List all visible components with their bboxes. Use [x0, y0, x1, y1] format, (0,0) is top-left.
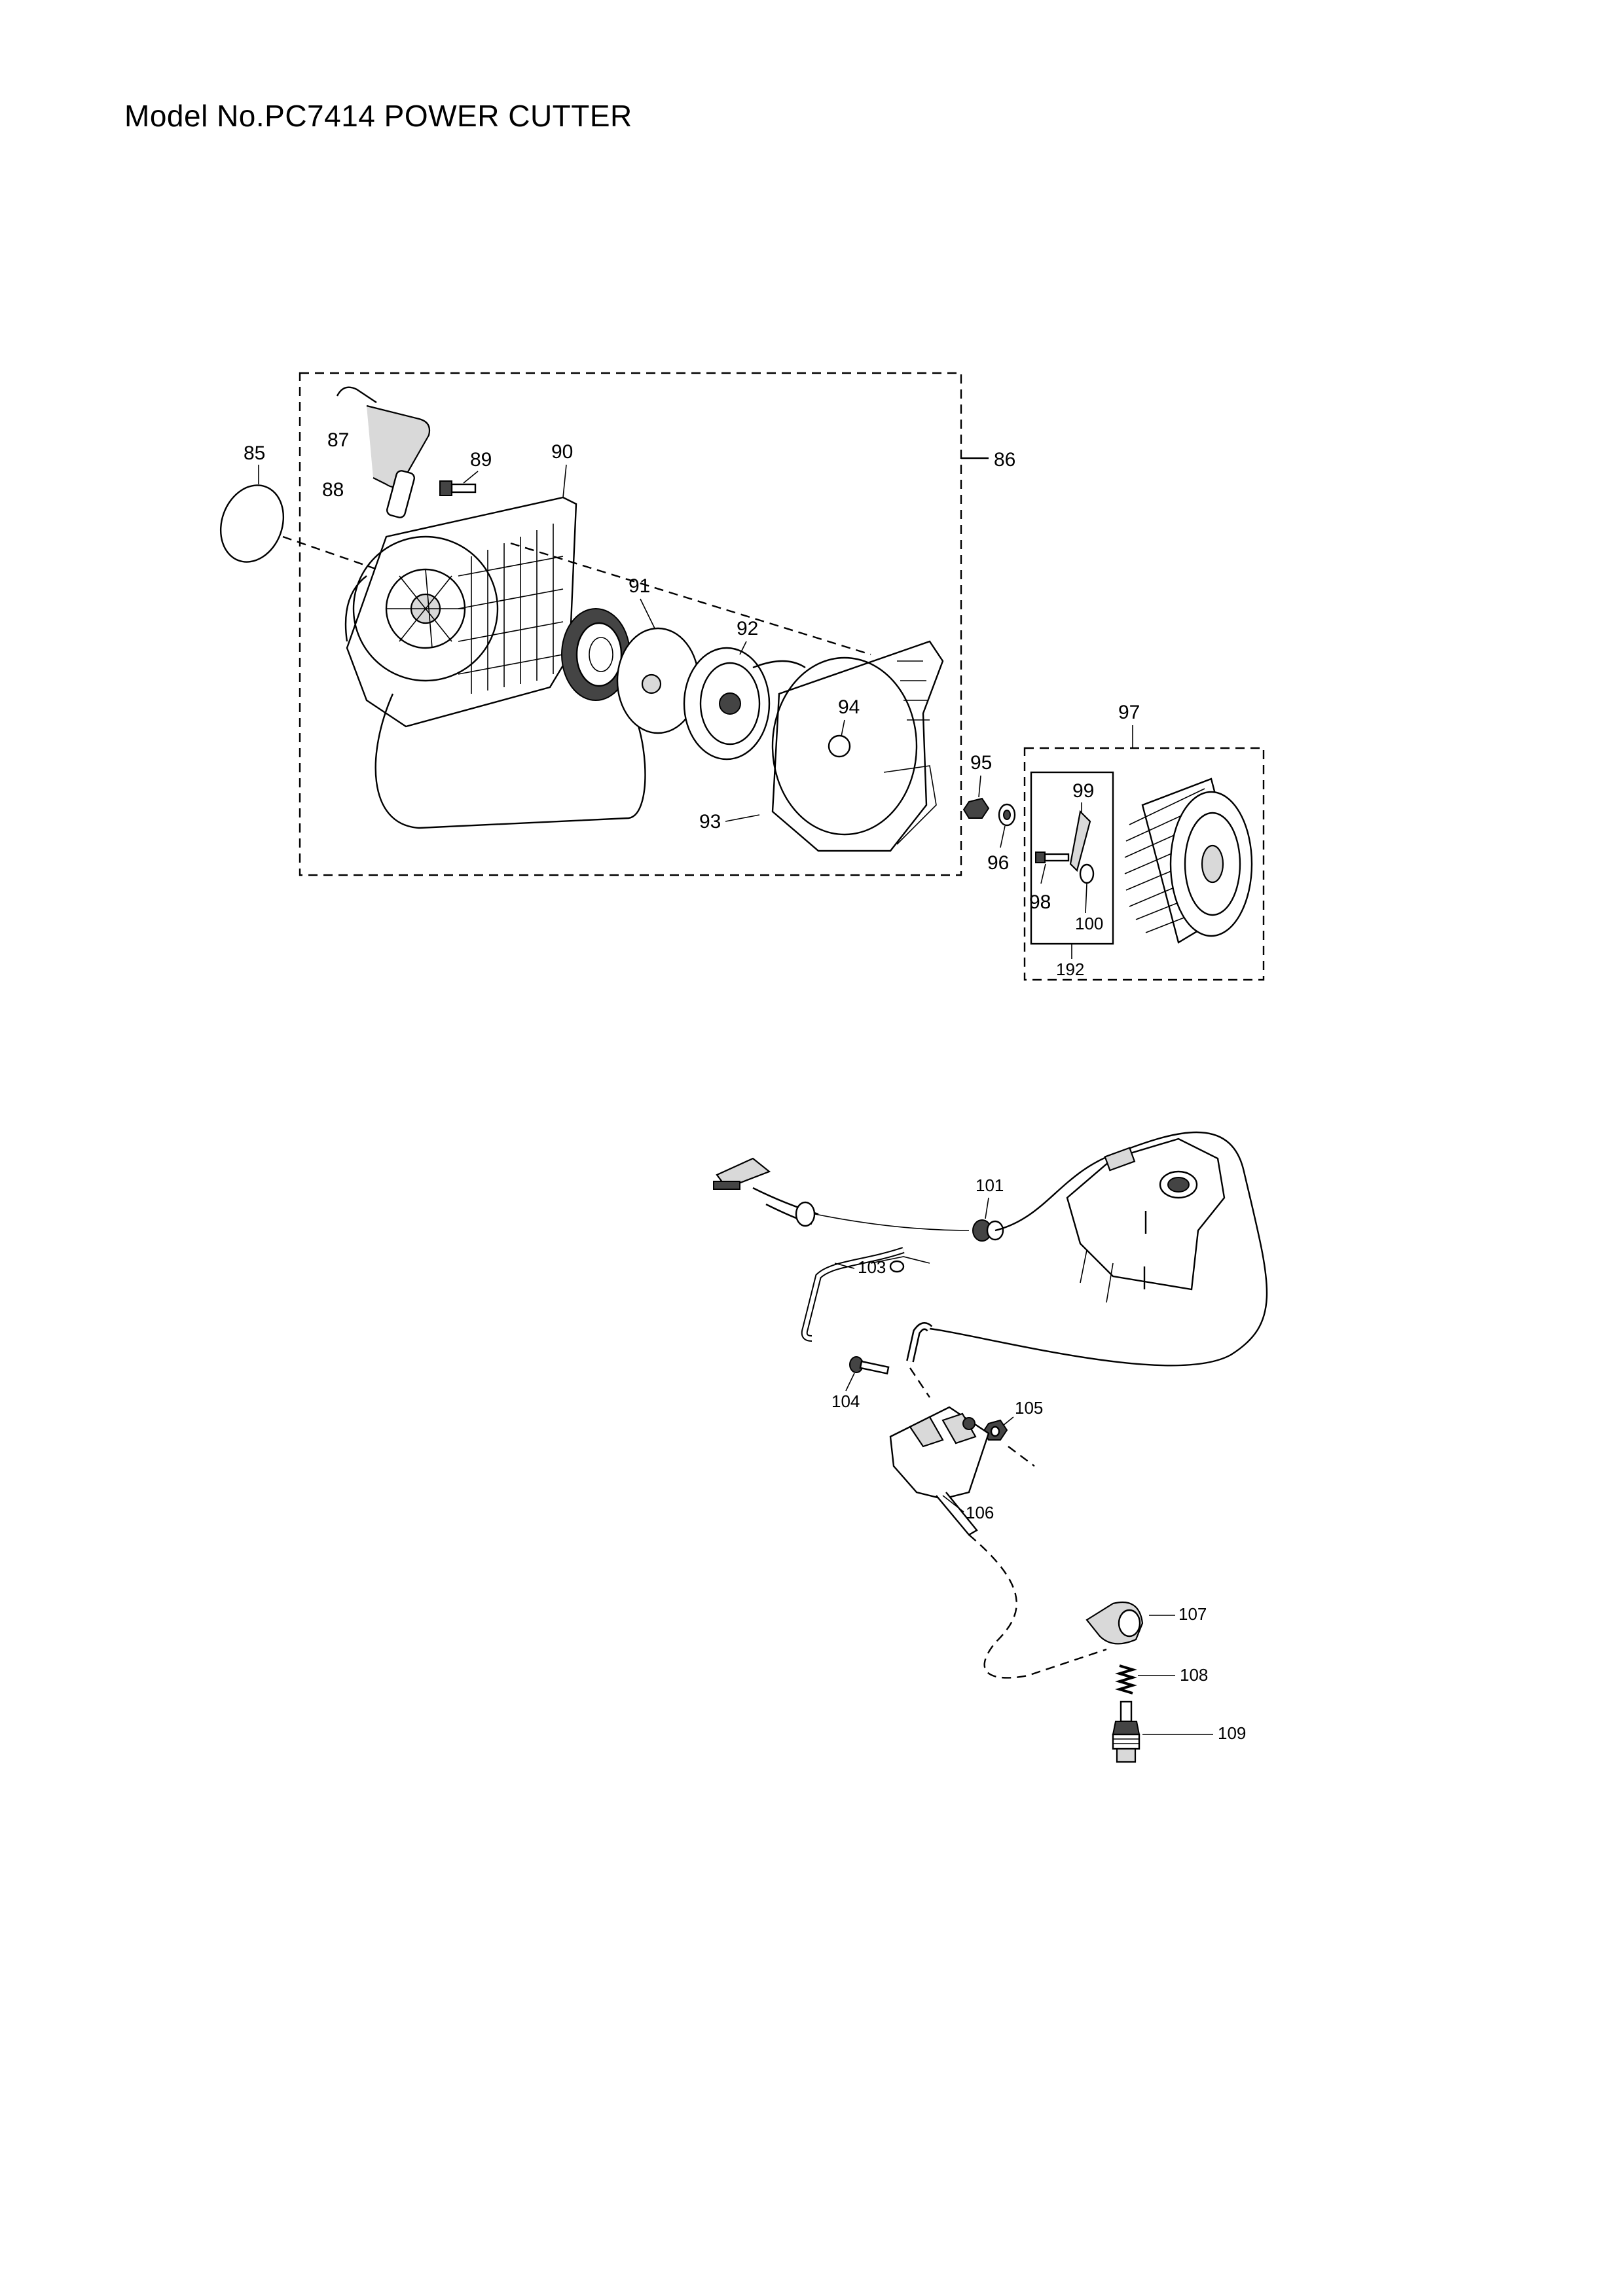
part-87-88-starter-grip	[336, 386, 431, 518]
callout-87: 87	[327, 429, 349, 451]
part-91-recoil-spring	[561, 608, 630, 701]
part-90-fan-housing	[344, 496, 577, 728]
callout-104: 104	[831, 1391, 860, 1411]
callout-108: 108	[1180, 1665, 1208, 1685]
part-89-bolt	[439, 480, 477, 496]
callout-92: 92	[737, 618, 758, 639]
part-cam-plate	[616, 627, 700, 734]
part-105-nut	[982, 1419, 1008, 1441]
callout-109: 109	[1218, 1723, 1246, 1743]
part-cylinder-cover	[1066, 1138, 1226, 1303]
callout-86: 86	[994, 449, 1015, 471]
callout-90: 90	[551, 441, 573, 463]
callout-100: 100	[1075, 914, 1103, 933]
part-104-screw	[849, 1356, 890, 1375]
part-99-pawl	[1069, 810, 1091, 872]
part-98-bolt	[1035, 852, 1070, 863]
part-96-washer	[998, 803, 1016, 827]
callout-88: 88	[322, 479, 344, 501]
callout-96: 96	[987, 852, 1009, 874]
part-flywheel	[1124, 778, 1253, 944]
page-title: Model No.PC7414 POWER CUTTER	[124, 99, 632, 133]
part-92-pulley	[683, 647, 806, 761]
part-101-connector	[972, 1219, 1004, 1242]
part-85-decal	[219, 465, 285, 563]
part-106-ignition-coil	[889, 1406, 990, 1536]
callout-103: 103	[858, 1257, 886, 1277]
part-108-spring	[1115, 1664, 1137, 1695]
flywheel-group-box	[1023, 747, 1265, 981]
part-93-starter-cover	[771, 640, 944, 852]
callout-101: 101	[976, 1175, 1004, 1195]
callout-85: 85	[244, 442, 265, 464]
callout-91: 91	[629, 575, 650, 597]
callout-106: 106	[966, 1503, 994, 1522]
starter-rope	[374, 693, 646, 829]
callout-94: 94	[838, 696, 860, 718]
part-100-spring	[1079, 863, 1095, 884]
callout-98: 98	[1029, 891, 1051, 913]
callout-97: 97	[1118, 702, 1140, 723]
callout-192: 192	[1056, 960, 1084, 979]
callout-105: 105	[1015, 1398, 1043, 1418]
callout-107: 107	[1178, 1604, 1207, 1624]
part-103-ground-lead	[801, 1247, 905, 1342]
callout-99: 99	[1072, 780, 1094, 802]
callout-89: 89	[470, 449, 492, 471]
callout-95: 95	[970, 752, 992, 774]
callout-93: 93	[699, 811, 721, 833]
part-107-plug-cap	[1085, 1601, 1144, 1645]
starter-assembly-group-box	[299, 372, 962, 876]
part-95-nut	[962, 797, 990, 819]
part-stop-switch-harness	[713, 1157, 970, 1273]
part-109-spark-plug	[1112, 1700, 1140, 1763]
ignition-wire	[929, 1131, 1268, 1367]
